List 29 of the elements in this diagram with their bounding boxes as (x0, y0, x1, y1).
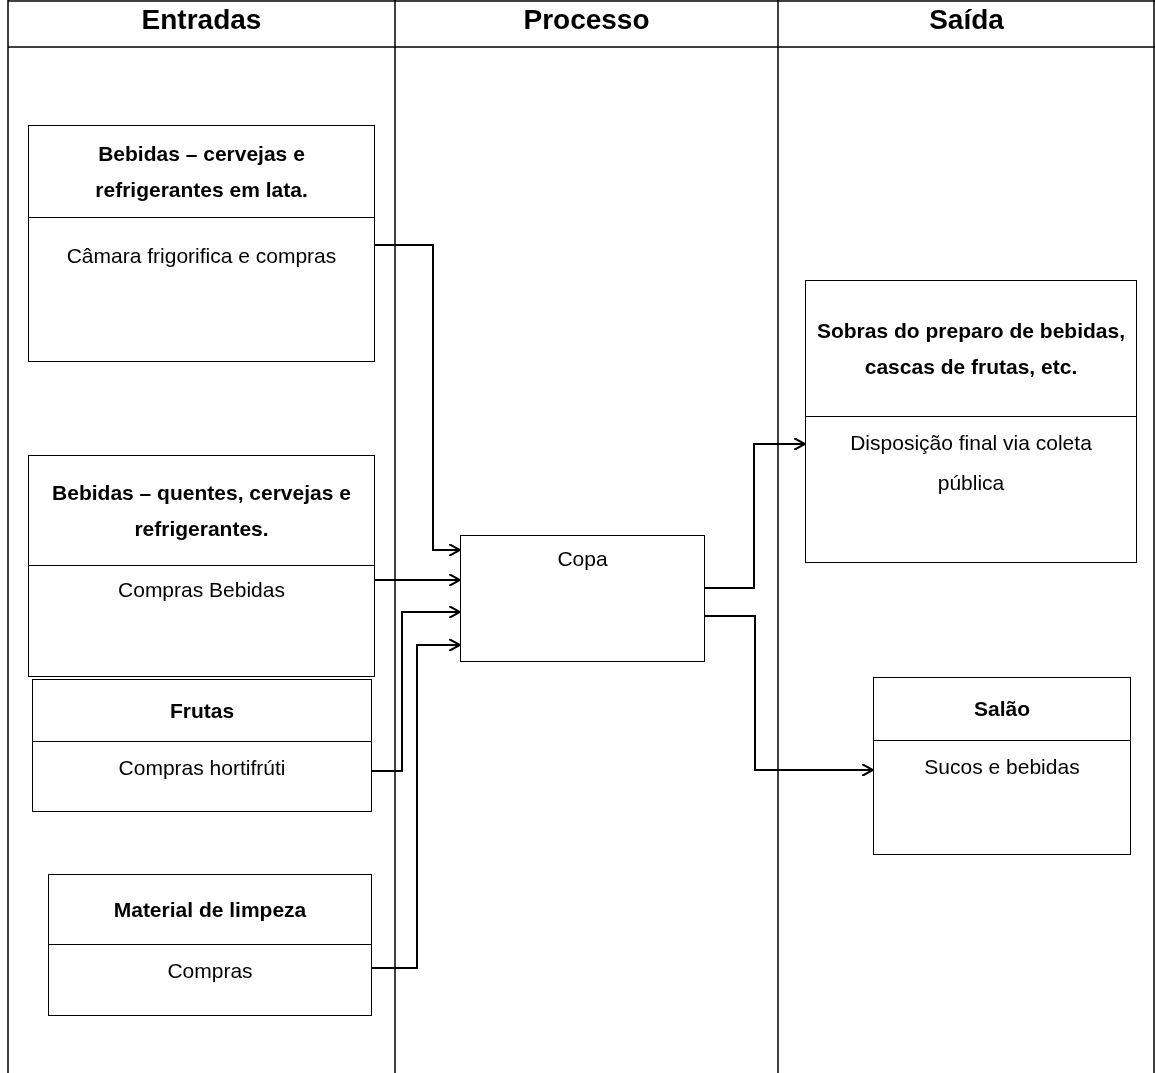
input-output-box (48, 874, 372, 1016)
box-text: Disposição final via coleta pública (849, 430, 1093, 496)
box-heading: Material de limpeza (113, 896, 307, 923)
input-output-box (28, 125, 375, 362)
box-text: Sucos e bebidas (923, 754, 1081, 780)
arrow (374, 573, 461, 587)
box-heading: Frutas (169, 697, 235, 724)
column-header: Entradas (140, 4, 263, 36)
box-heading: Sobras do preparo de bebidas, cascas de frutas, etc. (815, 317, 1127, 380)
arrow (371, 605, 461, 772)
box-text: Compras (166, 958, 254, 984)
input-output-box (28, 455, 375, 677)
input-output-box (32, 679, 372, 812)
box-text: Câmara frigorifica e compras (65, 243, 338, 269)
box-text: Compras hortifrúti (117, 755, 287, 781)
box-text: Compras Bebidas (117, 577, 286, 603)
box-heading: Bebidas – quentes, cervejas e refrigerantes. (51, 479, 352, 542)
arrow (704, 437, 806, 589)
arrow (704, 615, 874, 777)
process-box (460, 535, 705, 662)
input-output-box (873, 677, 1131, 855)
arrow (374, 244, 461, 557)
box-heading: Bebidas – cervejas e refrigerantes em lata. (94, 140, 309, 203)
column-header: Processo (522, 4, 651, 36)
input-output-box (805, 280, 1137, 563)
box-heading: Salão (974, 696, 1030, 722)
column-header: Saída (928, 4, 1005, 36)
arrow (371, 638, 461, 969)
box-text: Copa (556, 546, 609, 572)
